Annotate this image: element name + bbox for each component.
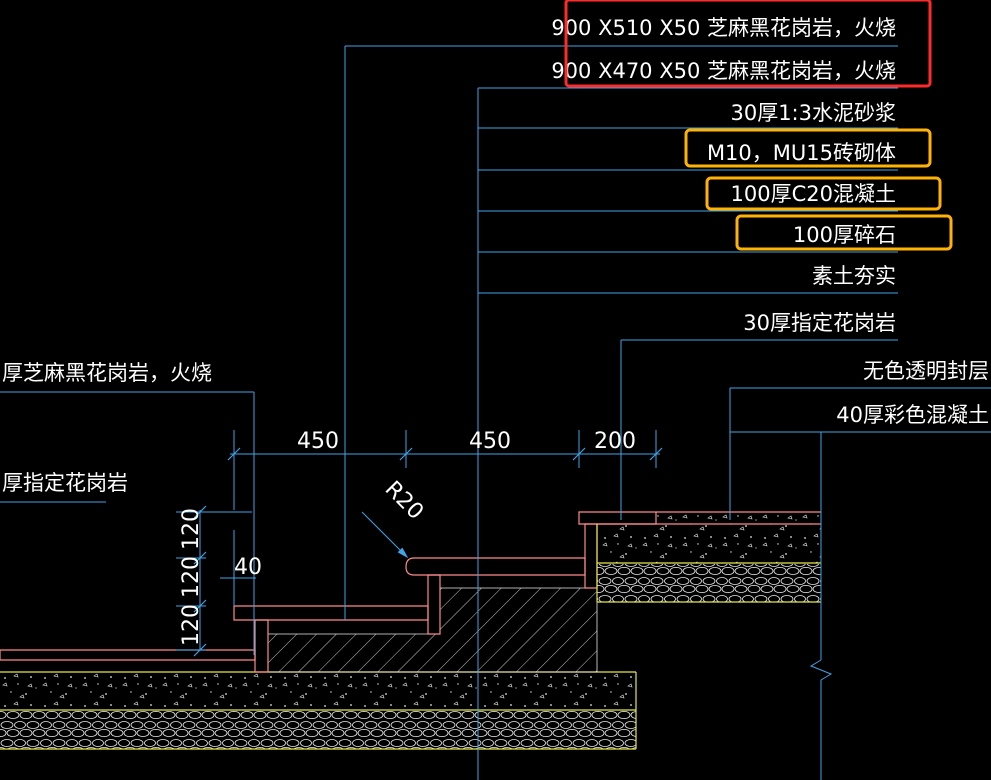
dim-tread-2: 450	[469, 429, 511, 454]
base-gravel-layer	[0, 672, 637, 750]
material-labels: 900 X510 X50 芝麻黑花岗岩，火烧 900 X470 X50 芝麻黑花…	[2, 16, 989, 495]
leader-lines	[0, 45, 991, 655]
label-granite-510: 900 X510 X50 芝麻黑花岗岩，火烧	[551, 16, 896, 40]
dim-tread-3: 200	[594, 429, 636, 454]
label-mortar: 30厚1:3水泥砂浆	[730, 101, 896, 125]
highlight-box-gravel	[735, 214, 953, 251]
dim-nosing: 40	[234, 555, 262, 580]
label-left-granite-spec: 厚指定花岗岩	[2, 471, 128, 495]
label-gravel: 100厚碎石	[793, 223, 896, 247]
soil-boundary	[809, 432, 833, 780]
label-masonry: M10，MU15砖砌体	[707, 141, 896, 165]
highlight-boxes	[564, 0, 953, 251]
dimension-lines	[176, 430, 663, 657]
highlight-box-masonry	[684, 128, 932, 168]
upper-landing-layers	[596, 511, 821, 603]
stair-masonry	[267, 587, 598, 673]
dim-tread-1: 450	[297, 429, 339, 454]
dim-riser-3: 120	[179, 604, 204, 646]
label-soil: 素土夯实	[812, 264, 896, 288]
dim-riser-1: 120	[179, 508, 204, 550]
label-left-granite-fire: 厚芝麻黑花岗岩，火烧	[2, 361, 212, 385]
label-color-concrete: 40厚彩色混凝土	[836, 403, 989, 427]
label-granite-30: 30厚指定花岗岩	[743, 311, 896, 335]
base-concrete-layer	[0, 671, 636, 711]
label-concrete: 100厚C20混凝土	[731, 182, 896, 206]
highlight-box-concrete	[705, 176, 942, 211]
dim-radius: R20	[380, 477, 428, 525]
label-sealer: 无色透明封层	[863, 359, 989, 383]
highlight-box-granite	[564, 0, 932, 88]
label-granite-470: 900 X470 X50 芝麻黑花岗岩，火烧	[551, 59, 896, 83]
dim-riser-2: 120	[179, 556, 204, 598]
